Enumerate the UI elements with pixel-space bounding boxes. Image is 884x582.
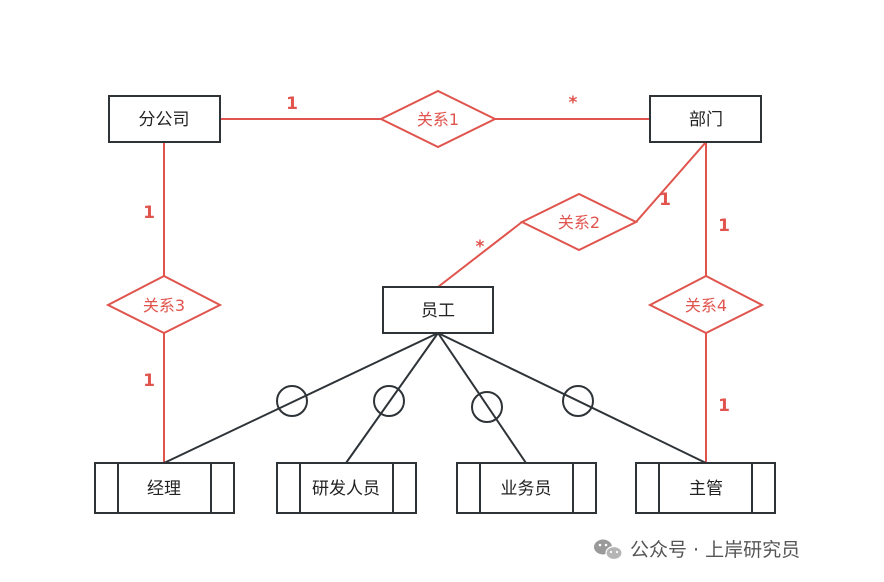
card-r1-dept: * — [569, 93, 578, 113]
card-r4-dept: 1 — [718, 216, 730, 236]
entity-supervisor[interactable]: 主管 — [635, 462, 776, 514]
entity-manager-label: 经理 — [147, 479, 181, 499]
card-r2-employee: * — [476, 237, 485, 257]
relation-r1-label: 关系1 — [417, 110, 459, 129]
line-r2-employee — [437, 221, 523, 288]
relation-r4-label: 关系4 — [685, 296, 727, 315]
entity-employee[interactable]: 员工 — [382, 286, 494, 334]
disjoint-circle-manager — [276, 385, 308, 417]
entity-branch-label: 分公司 — [139, 110, 190, 130]
entity-dept[interactable]: 部门 — [649, 95, 762, 143]
entity-supervisor-label: 主管 — [689, 479, 723, 499]
entity-sales-label: 业务员 — [501, 479, 552, 499]
watermark: 公众号 · 上岸研究员 — [594, 539, 800, 561]
wechat-icon — [594, 539, 623, 561]
disjoint-circle-supervisor — [562, 385, 594, 417]
disjoint-circle-rd — [373, 385, 405, 417]
card-r2-dept: 1 — [659, 190, 671, 210]
relation-r3-label: 关系3 — [143, 296, 185, 315]
entity-sales[interactable]: 业务员 — [456, 462, 597, 514]
watermark-text: 公众号 · 上岸研究员 — [630, 539, 800, 561]
line-employee-sales — [437, 332, 527, 464]
line-dept-r2 — [635, 141, 707, 223]
line-employee-rd — [345, 332, 439, 464]
entity-dept-label: 部门 — [689, 110, 723, 130]
entity-rd[interactable]: 研发人员 — [276, 462, 417, 514]
relation-r4[interactable]: 关系4 — [647, 274, 765, 335]
line-employee-manager — [163, 332, 439, 464]
relation-r2[interactable]: 关系2 — [519, 192, 639, 252]
relation-r1[interactable]: 关系1 — [378, 89, 498, 149]
disjoint-circle-sales — [471, 391, 503, 423]
line-employee-supervisor — [437, 332, 707, 464]
relation-r2-label: 关系2 — [558, 213, 600, 232]
entity-rd-label: 研发人员 — [312, 479, 380, 499]
entity-employee-label: 员工 — [421, 301, 455, 321]
entity-manager[interactable]: 经理 — [94, 462, 235, 514]
card-r4-supervisor: 1 — [718, 396, 730, 416]
entity-branch[interactable]: 分公司 — [108, 95, 221, 143]
card-r1-branch: 1 — [286, 94, 298, 114]
card-r3-branch: 1 — [143, 203, 155, 223]
relation-r3[interactable]: 关系3 — [105, 274, 223, 335]
card-r3-manager: 1 — [143, 371, 155, 391]
